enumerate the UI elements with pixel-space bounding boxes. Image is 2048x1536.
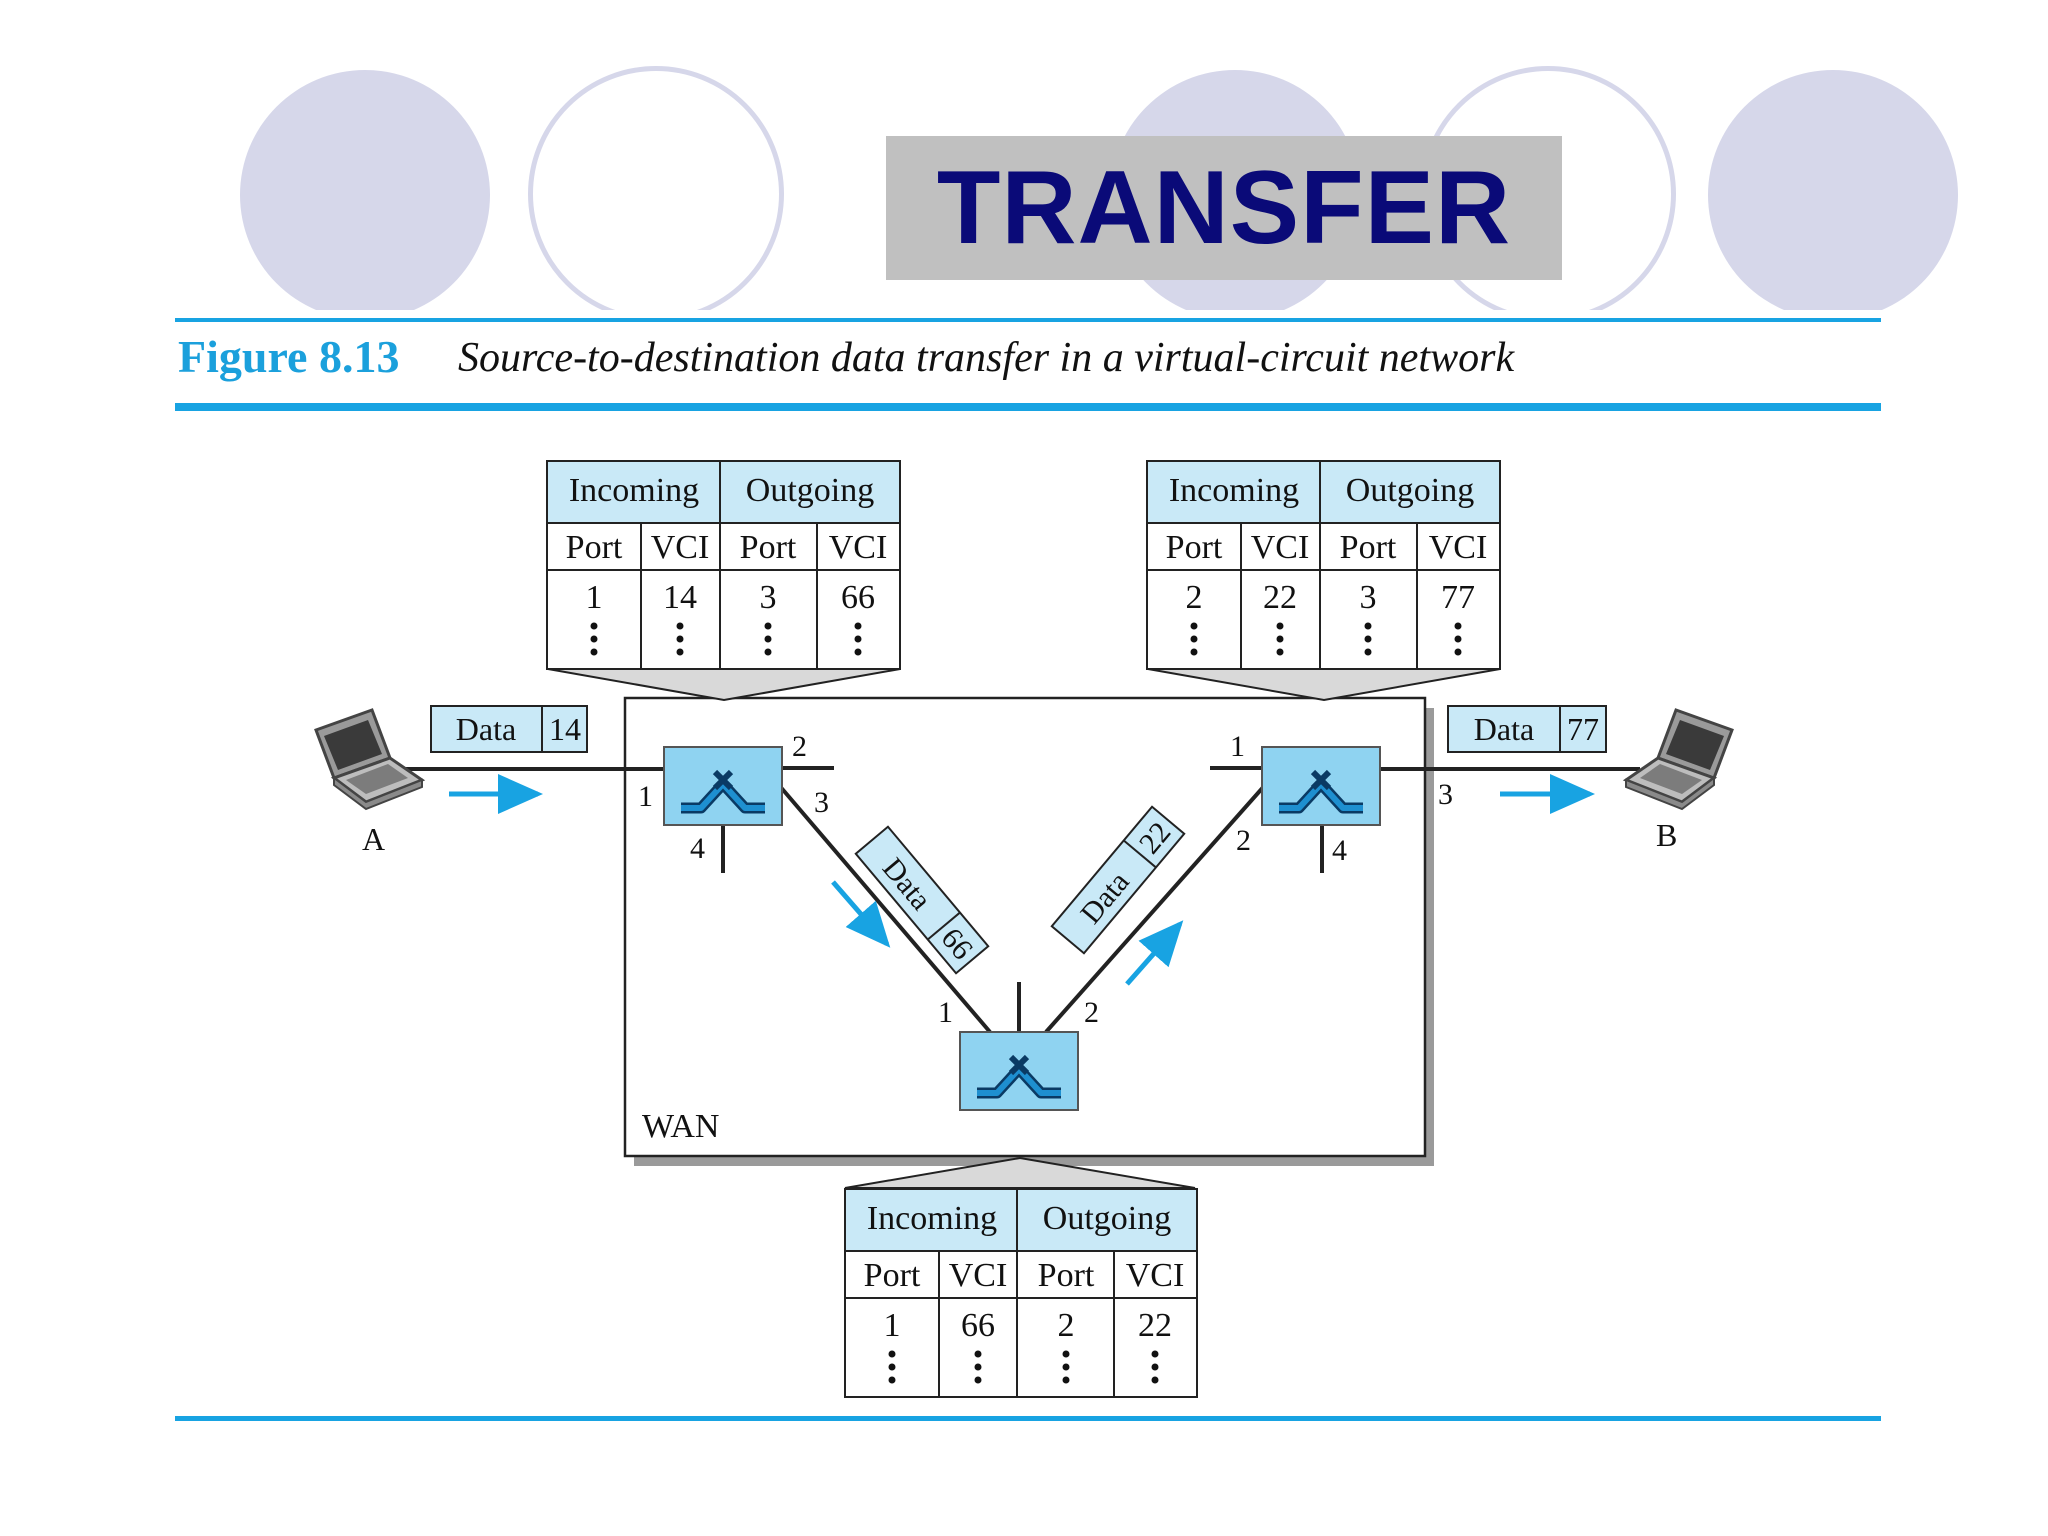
switch-1	[663, 746, 783, 826]
figure-rule-bottom	[175, 1416, 1881, 1421]
port-label: 2	[1084, 996, 1099, 1029]
table-cell: 66	[961, 1307, 995, 1344]
ellipsis-icon	[590, 622, 862, 656]
port-label: 4	[690, 832, 705, 865]
port-label: 1	[638, 780, 653, 813]
switch-3	[959, 1031, 1079, 1111]
table-col: VCI	[829, 529, 888, 566]
table-col: Port	[740, 529, 797, 566]
port-label: 2	[1236, 824, 1251, 857]
table-col: VCI	[651, 529, 710, 566]
frame-vci-label: 77	[1567, 711, 1599, 747]
table-cell: 2	[1186, 579, 1203, 616]
table-header: Incoming	[569, 472, 699, 509]
host-a-label: A	[362, 821, 385, 857]
ellipsis-icon	[888, 1350, 1159, 1384]
table-col: Port	[1166, 529, 1223, 566]
figure-number: Figure 8.13	[178, 331, 400, 382]
laptop-icon	[1624, 708, 1734, 811]
caption-rule-top	[175, 318, 1881, 322]
decor-circle	[1708, 70, 1958, 320]
table-cell: 3	[1360, 579, 1377, 616]
caption-rule-bottom	[175, 403, 1881, 411]
table-col: VCI	[1126, 1257, 1185, 1294]
switch-2	[1261, 746, 1381, 826]
frame-vci-label: 14	[549, 711, 581, 747]
table-cell: 66	[841, 579, 875, 616]
ellipsis-icon	[1190, 622, 1462, 656]
frame-data-label: Data	[1474, 711, 1534, 747]
table-header: Outgoing	[1043, 1200, 1171, 1237]
vc-table-bottom: Incoming Outgoing Port VCI Port VCI 1 66…	[844, 1188, 1198, 1398]
laptop-icon	[314, 708, 424, 811]
port-label: 2	[792, 730, 807, 763]
table-cell: 1	[586, 579, 603, 616]
table-header: Outgoing	[1346, 472, 1474, 509]
table-col: Port	[864, 1257, 921, 1294]
decor-circle	[528, 66, 784, 322]
port-label: 1	[1230, 730, 1245, 763]
frame-data-label: Data	[456, 711, 516, 747]
table-col: VCI	[949, 1257, 1008, 1294]
port-label: 4	[1332, 834, 1347, 867]
table-col: Port	[1340, 529, 1397, 566]
table-cell: 3	[760, 579, 777, 616]
arrow-icon	[1125, 920, 1184, 986]
slide-title: TRANSFER	[936, 149, 1512, 266]
vc-table-left: Incoming Outgoing Port VCI Port VCI 1 14…	[546, 460, 901, 670]
table-col: Port	[1038, 1257, 1095, 1294]
host-b-label: B	[1656, 817, 1677, 853]
table-cell: 77	[1441, 579, 1475, 616]
table-col: Port	[566, 529, 623, 566]
table-header: Outgoing	[746, 472, 874, 509]
table-col: VCI	[1429, 529, 1488, 566]
table-header: Incoming	[1169, 472, 1299, 509]
table-header: Incoming	[867, 1200, 997, 1237]
frame-b: Data 77	[1447, 705, 1607, 753]
port-label: 3	[1438, 778, 1453, 811]
table-pointer	[1147, 668, 1501, 702]
figure-caption: Source-to-destination data transfer in a…	[458, 335, 1515, 381]
table-cell: 1	[884, 1307, 901, 1344]
wan-label: WAN	[642, 1108, 719, 1145]
table-cell: 22	[1138, 1307, 1172, 1344]
table-pointer	[547, 668, 901, 702]
vc-table-right: Incoming Outgoing Port VCI Port VCI 2 22…	[1146, 460, 1501, 670]
link-s3-s2	[1044, 782, 1268, 1034]
port-label: 1	[938, 996, 953, 1029]
slide-title-box: TRANSFER	[886, 136, 1562, 280]
arrow-icon	[831, 880, 891, 948]
table-col: VCI	[1251, 529, 1310, 566]
port-label: 3	[814, 786, 829, 819]
table-cell: 22	[1263, 579, 1297, 616]
frame-a: Data 14	[430, 705, 588, 753]
table-cell: 2	[1058, 1307, 1075, 1344]
table-cell: 14	[663, 579, 697, 616]
decor-circle	[240, 70, 490, 320]
